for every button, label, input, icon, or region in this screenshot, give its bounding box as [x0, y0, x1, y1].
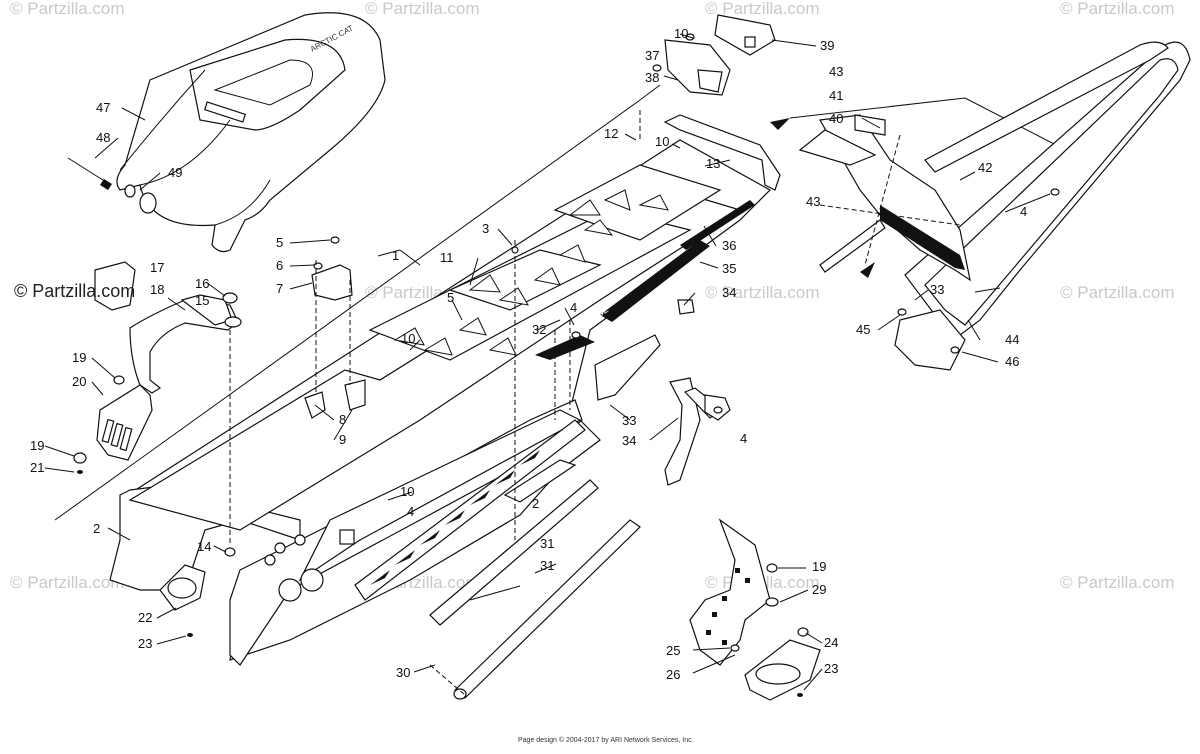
callout-45: 45 [856, 322, 870, 337]
callout-39: 39 [820, 38, 834, 53]
callout-10: 10 [674, 26, 688, 41]
footrest-assembly[interactable] [689, 518, 821, 701]
callout-5: 5 [447, 290, 454, 305]
partzilla-brand-mark: © Partzilla.com [14, 281, 136, 301]
callout-19: 19 [72, 350, 86, 365]
callout-48: 48 [96, 130, 110, 145]
callout-12: 12 [604, 126, 618, 141]
callout-20: 20 [72, 374, 86, 389]
tunnel-decal-graphic: 162 [535, 200, 755, 360]
callout-labels: 47 48 49 17 18 16 15 19 20 19 21 2 14 22… [30, 26, 1027, 682]
callout-leaders [44, 33, 1051, 691]
callout-8: 8 [339, 412, 346, 427]
callout-10: 10 [400, 484, 414, 499]
rear-tunnel-plate[interactable] [663, 114, 781, 191]
callout-30: 31 [540, 536, 554, 551]
callout-13: 13 [706, 156, 720, 171]
callout-43: 43 [829, 64, 843, 79]
watermark: © Partzilla.com [365, 0, 480, 18]
callout-23: 23 [138, 636, 152, 651]
callout-25: 25 [666, 643, 680, 658]
watermark: © Partzilla.com [1060, 573, 1175, 592]
watermark: © Partzilla.com [705, 283, 820, 302]
seat-part[interactable]: ARCTIC CAT [116, 12, 386, 253]
callout-16: 16 [195, 276, 209, 291]
callout-18: 18 [150, 282, 164, 297]
watermark: © Partzilla.com [10, 0, 125, 18]
callout-19: 19 [812, 559, 826, 574]
callout-26: 26 [666, 667, 680, 682]
callout-15: 15 [195, 293, 209, 308]
callout-28: 30 [396, 665, 410, 680]
callout-11: 11 [440, 250, 454, 265]
callout-2: 2 [93, 521, 100, 536]
callout-4: 4 [407, 504, 414, 519]
page-footer: Page design © 2004-2017 by ARI Network S… [518, 737, 694, 744]
callout-34: 34 [722, 285, 736, 300]
callout-19: 19 [30, 438, 44, 453]
rear-bumper-plate[interactable] [73, 375, 153, 474]
callout-47: 47 [96, 100, 110, 115]
slide-rail-rod[interactable] [429, 519, 641, 700]
callout-29: 31 [540, 558, 554, 573]
callout-35: 35 [722, 261, 736, 276]
tunnel-top-cooler-panel[interactable] [368, 164, 722, 361]
snow-flap[interactable] [770, 114, 971, 282]
callout-3: 2 [532, 496, 539, 511]
mount-bracket-parts[interactable] [304, 236, 366, 419]
callout-33: 34 [622, 433, 636, 448]
callout-40: 40 [829, 111, 843, 126]
tunnel-reference-outline [54, 84, 1086, 521]
callout-31: 33 [930, 282, 944, 297]
callout-4: 4 [740, 431, 747, 446]
callout-38: 38 [645, 70, 659, 85]
callout-5: 5 [276, 235, 283, 250]
right-side-brackets[interactable] [594, 299, 731, 486]
callout-37: 37 [645, 48, 659, 63]
callout-6: 6 [276, 258, 283, 273]
callout-7: 7 [276, 281, 283, 296]
callout-9: 9 [339, 432, 346, 447]
callout-44: 44 [1005, 332, 1019, 347]
callout-32: 33 [622, 413, 636, 428]
callout-17: 17 [150, 260, 164, 275]
left-cup-part[interactable] [159, 564, 206, 637]
callout-41: 41 [829, 88, 843, 103]
callout-31: 32 [532, 322, 546, 337]
callout-4: 4 [570, 300, 577, 315]
callout-23: 23 [824, 661, 838, 676]
watermark: © Partzilla.com [1060, 283, 1175, 302]
callout-42: 42 [978, 160, 992, 175]
callout-46: 46 [1005, 354, 1019, 369]
watermark: © Partzilla.com [1060, 0, 1175, 18]
seat-fastener-hardware[interactable] [67, 157, 157, 214]
callout-4: 3 [482, 221, 489, 236]
callout-14: 14 [197, 539, 211, 554]
callout-4: 4 [1020, 204, 1027, 219]
taillight-assembly[interactable] [652, 14, 776, 96]
callout-21: 21 [30, 460, 44, 475]
rear-bracket-parts[interactable] [94, 261, 242, 394]
callout-27: 29 [812, 582, 826, 597]
callout-49: 49 [168, 165, 182, 180]
running-board-rail[interactable] [354, 419, 599, 626]
watermark: © Partzilla.com [10, 573, 125, 592]
callout-24: 24 [824, 635, 838, 650]
callout-43: 43 [806, 194, 820, 209]
callout-10: 10 [655, 134, 669, 149]
callout-36: 36 [722, 238, 736, 253]
callout-1: 1 [392, 248, 399, 263]
watermark: © Partzilla.com [705, 0, 820, 18]
callout-22: 22 [138, 610, 152, 625]
fastener-guide-lines [224, 110, 1060, 557]
callout-10: 10 [401, 331, 415, 346]
